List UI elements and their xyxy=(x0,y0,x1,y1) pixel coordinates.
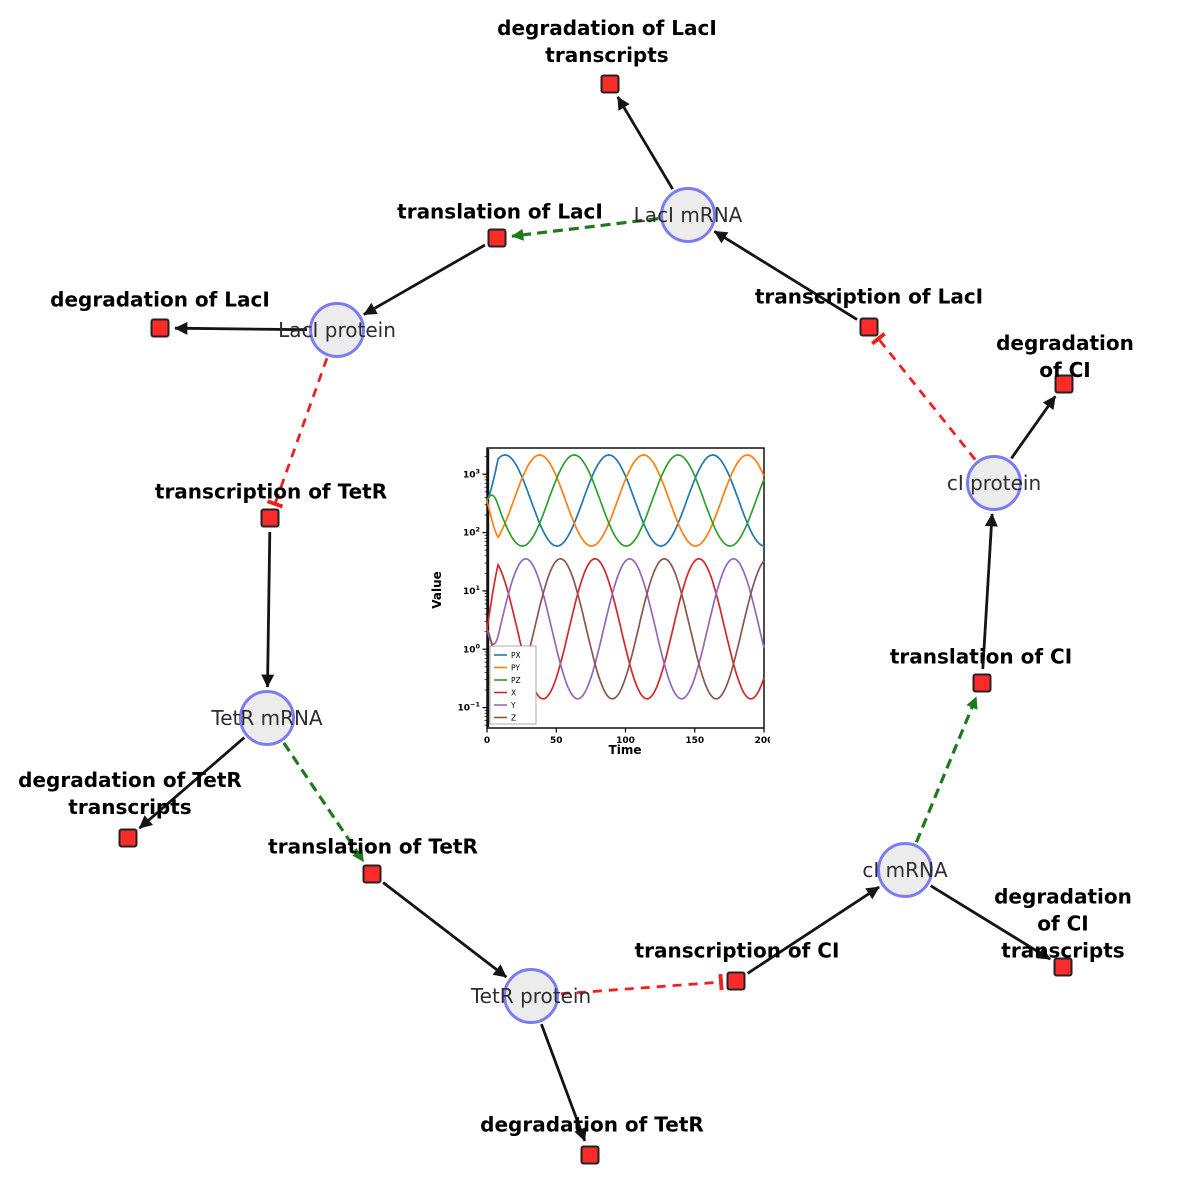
edge-tetr-protein-to-transcription-ci xyxy=(560,973,724,996)
edge-ci-mrna-to-translation-ci xyxy=(914,696,978,843)
y-tick-label: 103 xyxy=(463,467,480,480)
reaction-node-translation-ci[interactable] xyxy=(972,673,992,693)
chart-canvas: 10−1 100 101 102 103 0 50 100 150 200 PX PY PZ XYZ xyxy=(457,447,773,746)
x-tick-label: 50 xyxy=(550,736,563,746)
edge-ci-mrna-to-deg-ci-transcripts xyxy=(929,884,1051,961)
edge-laci-protein-to-transcription-tetr xyxy=(266,357,329,509)
edges-group xyxy=(138,96,1057,1142)
edge-translation-ci-to-ci-protein xyxy=(981,513,998,670)
reaction-node-deg-laci-transcripts[interactable] xyxy=(600,74,620,94)
edge-tetr-protein-to-deg-tetr xyxy=(540,1023,587,1142)
y-tick-label: 102 xyxy=(463,526,480,539)
reaction-node-deg-tetr[interactable] xyxy=(580,1145,600,1165)
chart-series-PX xyxy=(486,454,765,547)
edge-laci-mrna-to-deg-laci-transcripts xyxy=(616,96,674,190)
chart-xlabel: Time xyxy=(608,743,642,757)
species-node-ci-mrna[interactable] xyxy=(877,842,933,898)
legend-label-PZ: PZ xyxy=(511,676,521,685)
chart-legend: PX PY PZ XYZ xyxy=(489,645,537,725)
edge-laci-mrna-to-translation-laci xyxy=(511,217,659,241)
chart-series-PY xyxy=(486,454,765,547)
legend-label-PX: PX xyxy=(511,651,521,660)
edge-translation-tetr-to-tetr-protein xyxy=(382,881,508,979)
chart-series-Y xyxy=(486,557,765,700)
edge-translation-laci-to-laci-protein xyxy=(363,243,486,316)
x-tick-label: 200 xyxy=(755,736,770,746)
reaction-node-transcription-tetr[interactable] xyxy=(260,508,280,528)
reaction-node-deg-ci[interactable] xyxy=(1054,374,1074,394)
edge-ci-protein-to-deg-ci xyxy=(1010,395,1057,460)
y-tick-label: 10−1 xyxy=(457,701,480,714)
species-node-laci-mrna[interactable] xyxy=(660,187,716,243)
reaction-node-deg-ci-transcripts[interactable] xyxy=(1053,957,1073,977)
x-tick-label: 0 xyxy=(484,736,490,746)
edge-tetr-mrna-to-deg-tetr-transcripts xyxy=(138,736,246,830)
legend-label-Y: Y xyxy=(510,701,516,710)
legend-label-Z: Z xyxy=(511,713,516,722)
legend-label-X: X xyxy=(511,688,516,697)
x-tick-label: 150 xyxy=(685,736,704,746)
reaction-node-transcription-laci[interactable] xyxy=(859,317,879,337)
species-node-laci-protein[interactable] xyxy=(309,302,365,358)
edge-tetr-mrna-to-translation-tetr xyxy=(282,742,365,863)
reaction-node-transcription-ci[interactable] xyxy=(726,971,746,991)
edge-ci-protein-to-transcription-laci xyxy=(870,332,977,461)
edge-transcription-tetr-to-tetr-mrna xyxy=(261,531,275,688)
reaction-node-translation-tetr[interactable] xyxy=(362,864,382,884)
legend-label-PY: PY xyxy=(511,663,520,672)
reaction-node-deg-laci[interactable] xyxy=(150,318,170,338)
species-node-tetr-mrna[interactable] xyxy=(239,690,295,746)
y-tick-label: 100 xyxy=(463,642,481,655)
edge-transcription-ci-to-ci-mrna xyxy=(746,885,880,975)
edge-laci-protein-to-deg-laci xyxy=(174,321,308,335)
y-tick-label: 101 xyxy=(463,584,481,597)
chart-ylabel: Value xyxy=(430,571,444,609)
species-node-ci-protein[interactable] xyxy=(966,455,1022,511)
inset-chart: 10−1 100 101 102 103 0 50 100 150 200 PX PY PZ XYZ Va… xyxy=(425,440,773,762)
chart-series-PZ xyxy=(486,454,765,547)
x-tick-label: 100 xyxy=(616,736,635,746)
species-node-tetr-protein[interactable] xyxy=(503,968,559,1024)
reaction-node-deg-tetr-transcripts[interactable] xyxy=(118,828,138,848)
edge-transcription-laci-to-laci-mrna xyxy=(713,230,858,321)
chart-series-Z xyxy=(486,557,765,700)
reaction-node-translation-laci[interactable] xyxy=(487,228,507,248)
